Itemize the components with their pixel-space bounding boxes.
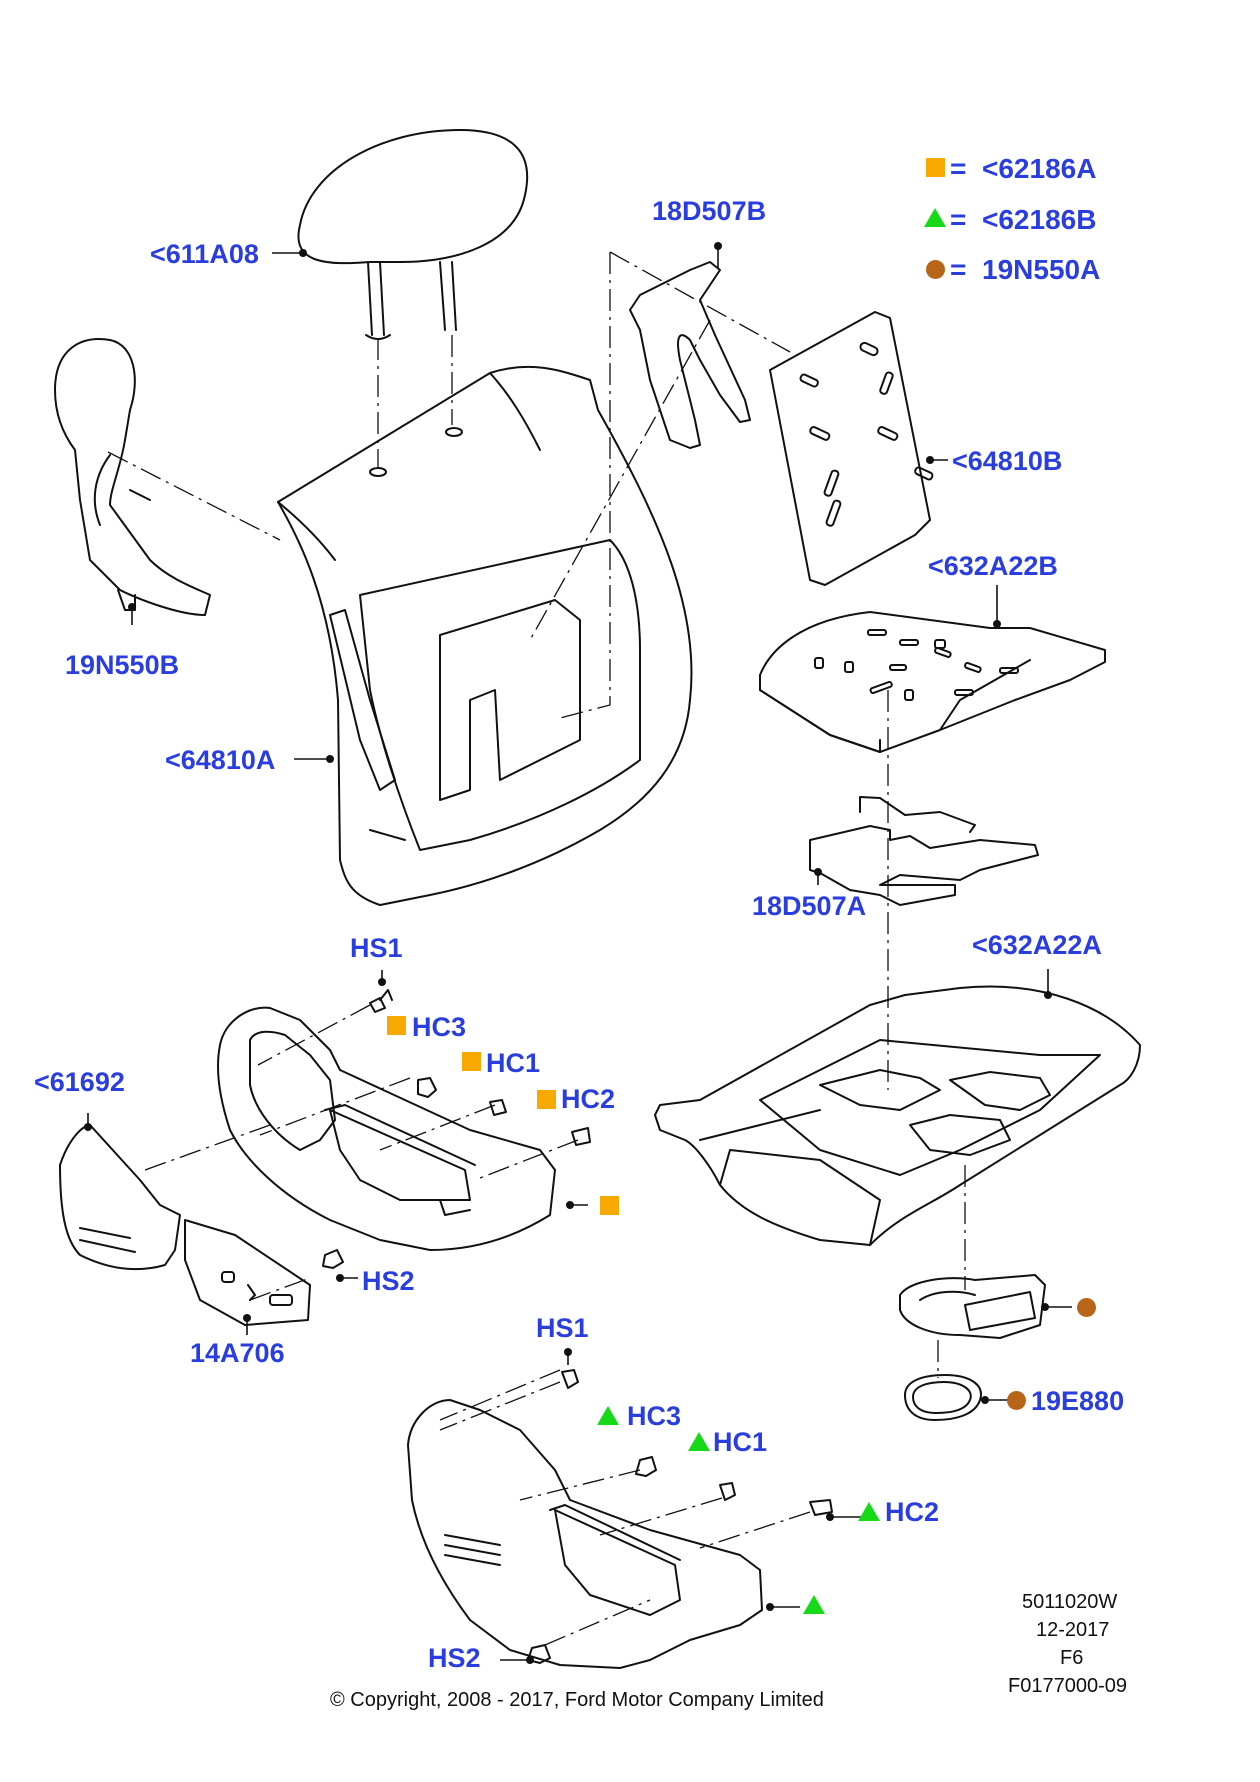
label-harness[interactable]: 19N550B — [65, 650, 180, 680]
label-pad-insert-bottom[interactable]: 18D507A — [752, 891, 867, 921]
label-hc1-lower[interactable]: HC1 — [713, 1427, 768, 1457]
cushion-pad-drawing — [759, 611, 1106, 753]
label-hc3-upper[interactable]: HC3 — [412, 1012, 467, 1042]
triangle-marker-icon — [597, 1406, 619, 1425]
legend-part-triangle: <62186B — [982, 204, 1097, 235]
label-seat-back[interactable]: <64810A — [165, 745, 276, 775]
label-switch-bezel[interactable]: 14A706 — [190, 1338, 285, 1368]
legend-eq-triangle: = — [950, 204, 967, 235]
label-sensor[interactable]: 19E880 — [1031, 1386, 1125, 1416]
legend-part-square: <62186A — [982, 153, 1097, 184]
label-hs1-lower[interactable]: HS1 — [536, 1313, 589, 1343]
cushion-drawing — [654, 985, 1141, 1246]
back-panel-drawing — [769, 311, 934, 586]
triangle-marker-icon — [858, 1502, 880, 1521]
label-hc2-upper[interactable]: HC2 — [561, 1084, 616, 1114]
label-hc2-lower[interactable]: HC2 — [885, 1497, 940, 1527]
headrest-drawing — [297, 129, 529, 340]
pad-insert-top-drawing — [629, 261, 751, 449]
outer-trim-lower-drawing — [407, 1399, 763, 1669]
label-side-shield[interactable]: <61692 — [34, 1067, 125, 1097]
label-hc1-upper[interactable]: HC1 — [486, 1048, 541, 1078]
harness-drawing — [54, 338, 211, 616]
diagram-date: 12-2017 — [1036, 1619, 1110, 1641]
square-legend-icon — [926, 158, 945, 177]
circle-marker-icon — [1077, 1298, 1096, 1317]
label-back-panel[interactable]: <64810B — [952, 446, 1063, 476]
legend-eq-circle: = — [950, 254, 967, 285]
label-hc3-lower[interactable]: HC3 — [627, 1401, 682, 1431]
square-marker-icon — [537, 1090, 556, 1109]
legend-eq-square: = — [950, 153, 967, 184]
label-pad-insert-top[interactable]: 18D507B — [652, 196, 767, 226]
label-cushion[interactable]: <632A22A — [972, 930, 1102, 960]
copyright: © Copyright, 2008 - 2017, Ford Motor Com… — [330, 1689, 824, 1711]
square-marker-icon — [462, 1052, 481, 1071]
circle-legend-icon — [926, 260, 945, 279]
diagram-ref: F0177000-09 — [1008, 1675, 1127, 1697]
fasteners-drawing — [322, 989, 833, 1664]
diagram-fig: F6 — [1060, 1647, 1084, 1669]
outer-trim-upper-drawing — [217, 1006, 556, 1251]
square-marker-icon — [387, 1016, 406, 1035]
diagram-number: 5011020W — [1022, 1591, 1118, 1613]
triangle-legend-icon — [924, 208, 946, 227]
pad-insert-bottom-drawing — [809, 796, 1039, 906]
square-marker-icon — [600, 1196, 619, 1215]
seat-back-drawing — [277, 365, 693, 906]
label-hs2-lower[interactable]: HS2 — [428, 1643, 481, 1673]
label-hs2-upper[interactable]: HS2 — [362, 1266, 415, 1296]
circle-marker-icon — [1007, 1391, 1026, 1410]
label-headrest[interactable]: <611A08 — [150, 239, 259, 269]
triangle-marker-icon — [803, 1595, 825, 1614]
label-hs1-upper[interactable]: HS1 — [350, 933, 403, 963]
side-shield-drawing — [59, 1124, 311, 1326]
triangle-marker-icon — [688, 1432, 710, 1451]
label-cushion-pad[interactable]: <632A22B — [928, 551, 1058, 581]
legend-part-circle: 19N550A — [982, 254, 1101, 285]
